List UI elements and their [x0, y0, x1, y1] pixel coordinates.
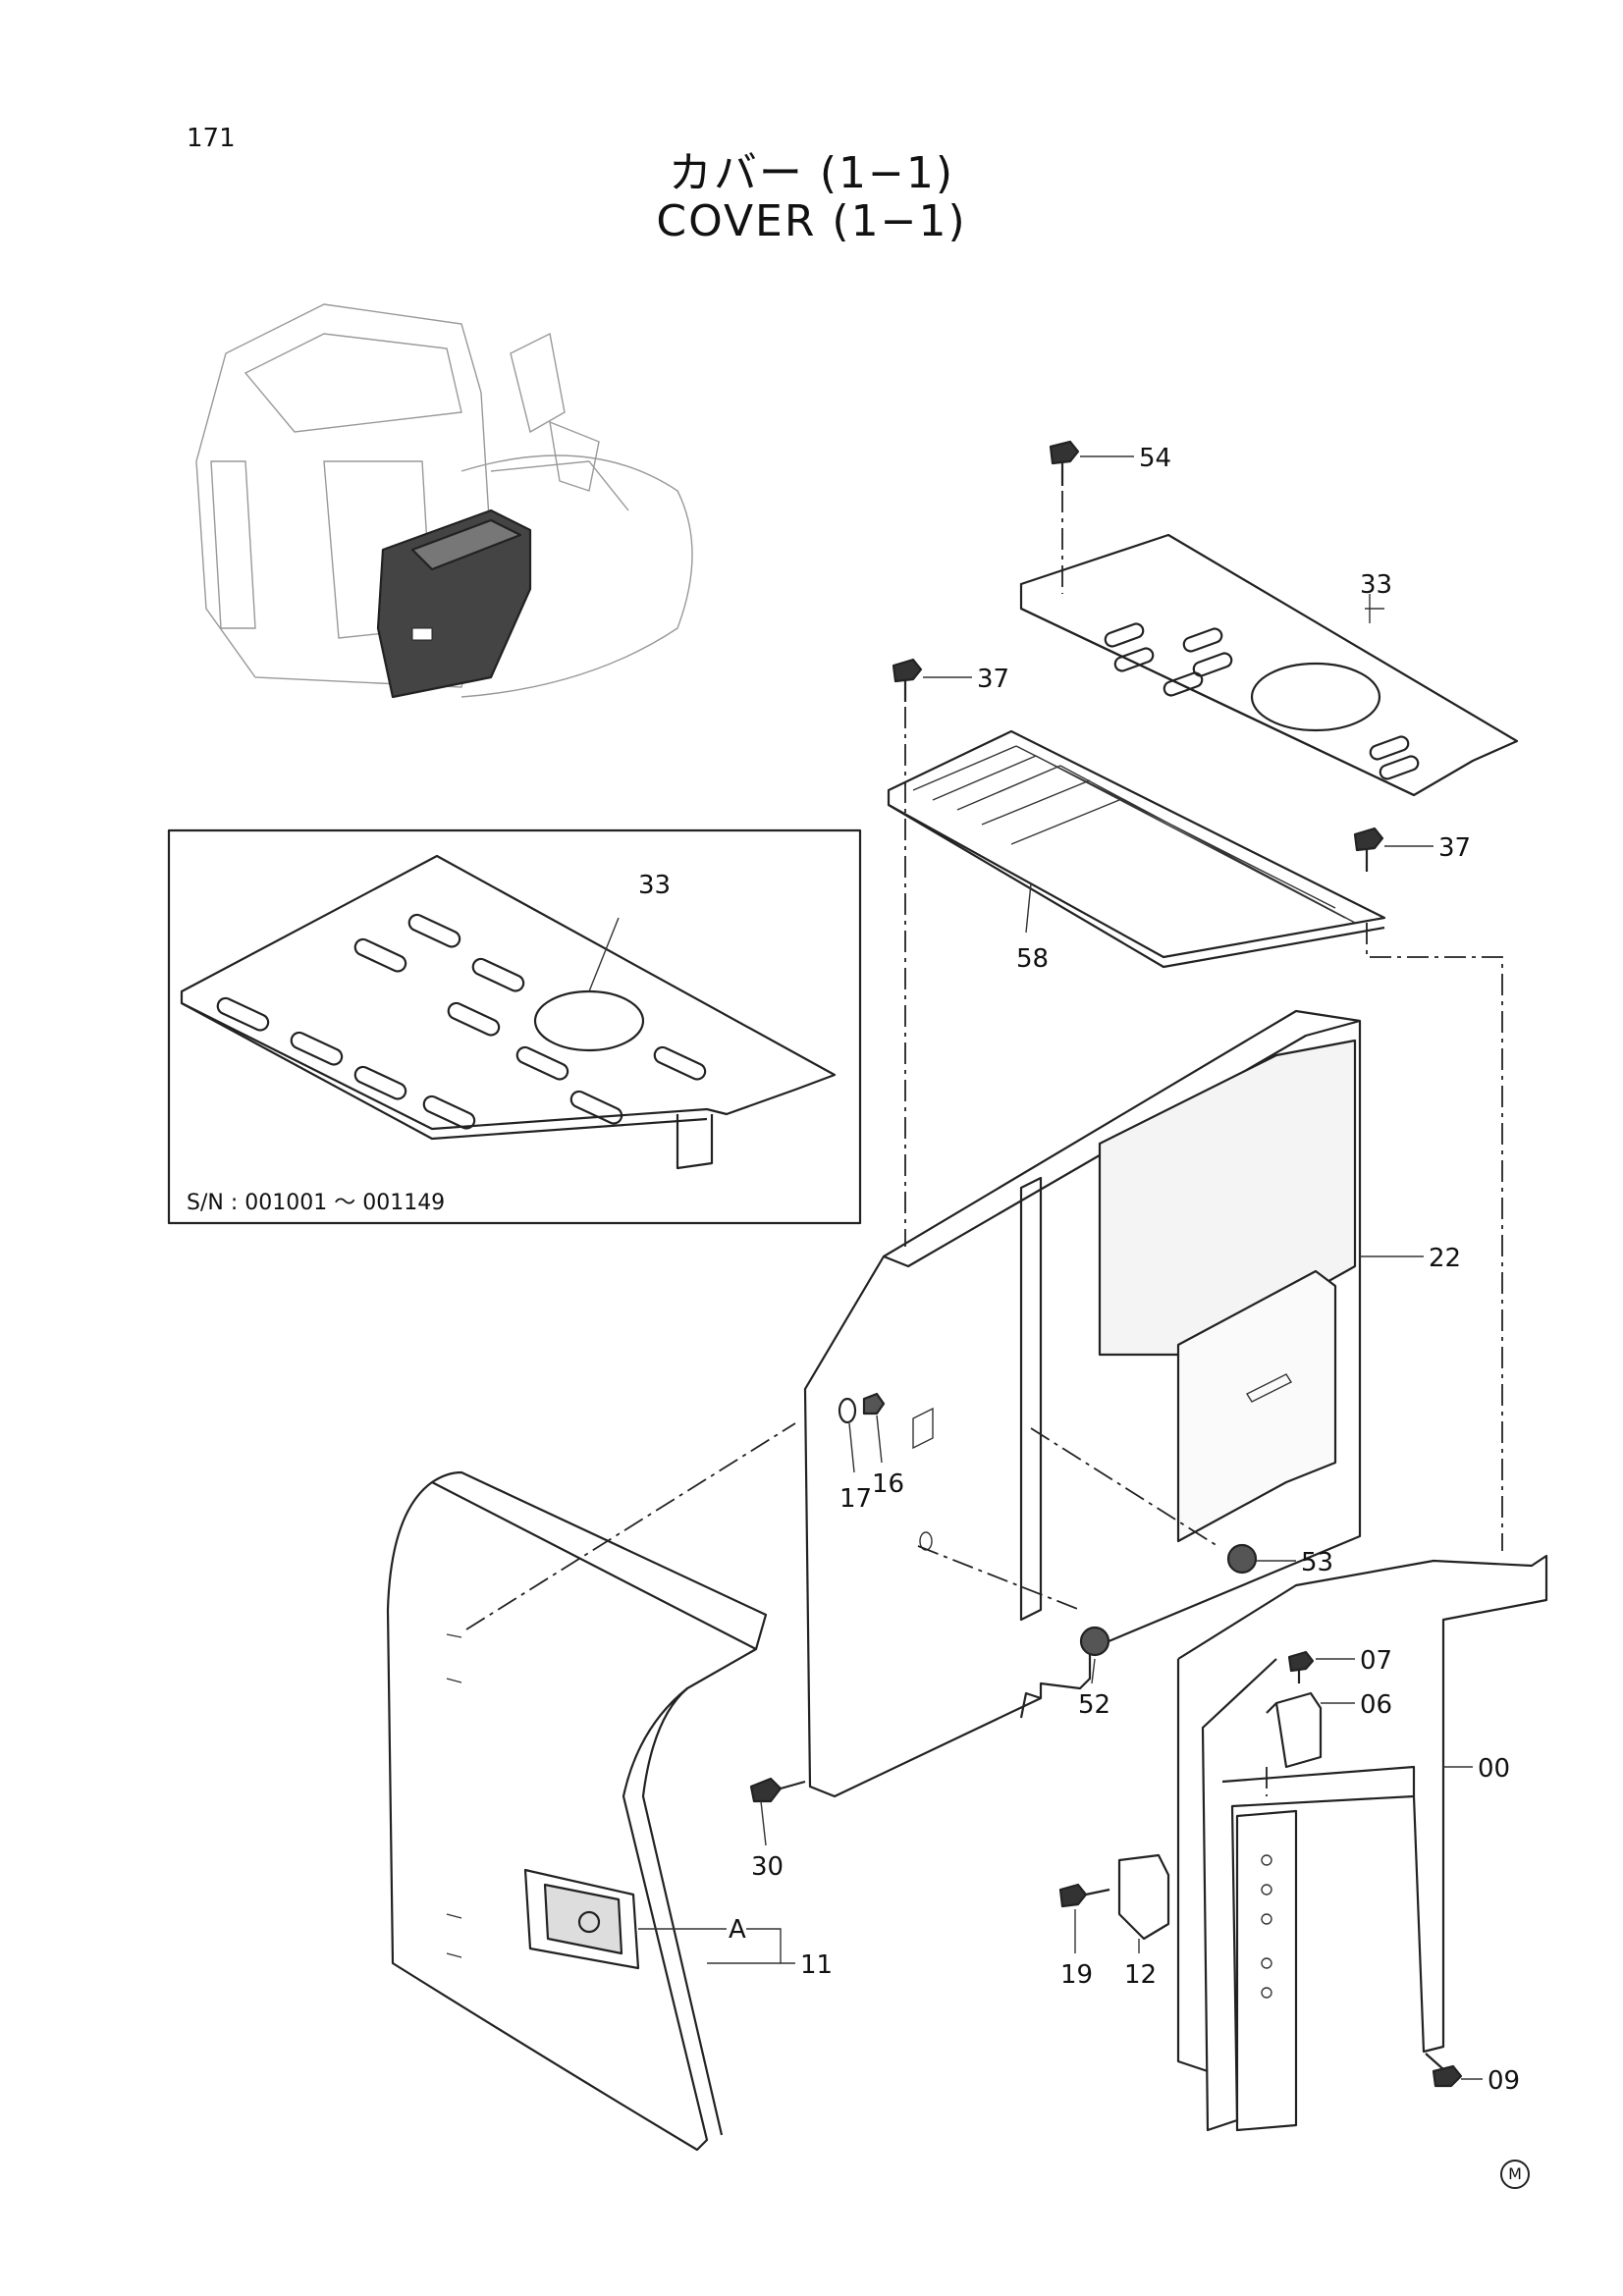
vent-grille-58 — [887, 729, 1386, 969]
bolt-07-icon — [1287, 1650, 1315, 1683]
nut-16-icon — [862, 1392, 886, 1415]
bolt-09-icon — [1425, 2053, 1463, 2088]
bolt-54-icon — [1049, 440, 1080, 594]
callout-37a: 37 — [977, 665, 1009, 694]
callout-52: 52 — [1078, 1690, 1110, 1720]
callout-54: 54 — [1139, 444, 1171, 473]
callout-22: 22 — [1429, 1244, 1461, 1273]
corner-mark: M — [1500, 2160, 1530, 2189]
title-japanese: カバー (1−1) — [668, 148, 955, 198]
screw-30-icon — [749, 1777, 806, 1803]
callout-11: 11 — [800, 1950, 833, 1980]
callout-06: 06 — [1360, 1690, 1392, 1720]
page-number: 171 — [187, 124, 236, 153]
side-bracket-22 — [803, 1009, 1362, 1798]
bolt-19-icon — [1058, 1883, 1110, 1908]
callout-19: 19 — [1060, 1960, 1093, 1990]
bolt-37b-icon — [1353, 827, 1503, 1551]
callout-07: 07 — [1360, 1646, 1392, 1676]
top-plate-33 — [1019, 533, 1519, 797]
grommet-52-icon — [1079, 1626, 1110, 1657]
grommet-53-icon — [1226, 1543, 1258, 1575]
washer-17-icon — [838, 1397, 857, 1424]
bracket-06-icon — [1266, 1691, 1323, 1769]
bolt-37a-icon — [892, 658, 923, 1247]
callout-53: 53 — [1301, 1548, 1333, 1577]
excavator-overview — [195, 303, 693, 699]
frame-00 — [1176, 1554, 1548, 2132]
inset-box — [167, 828, 862, 1225]
callout-09: 09 — [1488, 2066, 1520, 2096]
title-english: COVER (1−1) — [656, 196, 967, 246]
callout-17: 17 — [839, 1484, 872, 1514]
callout-37b: 37 — [1438, 833, 1471, 863]
callout-00: 00 — [1478, 1754, 1510, 1784]
callout-16: 16 — [872, 1469, 904, 1499]
serial-range: S/N : 001001 ～ 001149 — [187, 1191, 445, 1215]
inset-part-33: 33 — [638, 871, 671, 900]
callout-33: 33 — [1360, 570, 1392, 600]
door-cover-11 — [386, 1470, 768, 2152]
callout-12: 12 — [1124, 1960, 1157, 1990]
callout-58: 58 — [1016, 944, 1049, 974]
callout-30: 30 — [751, 1852, 784, 1882]
latch-12-icon — [1117, 1853, 1170, 1941]
callout-A: A — [729, 1915, 746, 1945]
